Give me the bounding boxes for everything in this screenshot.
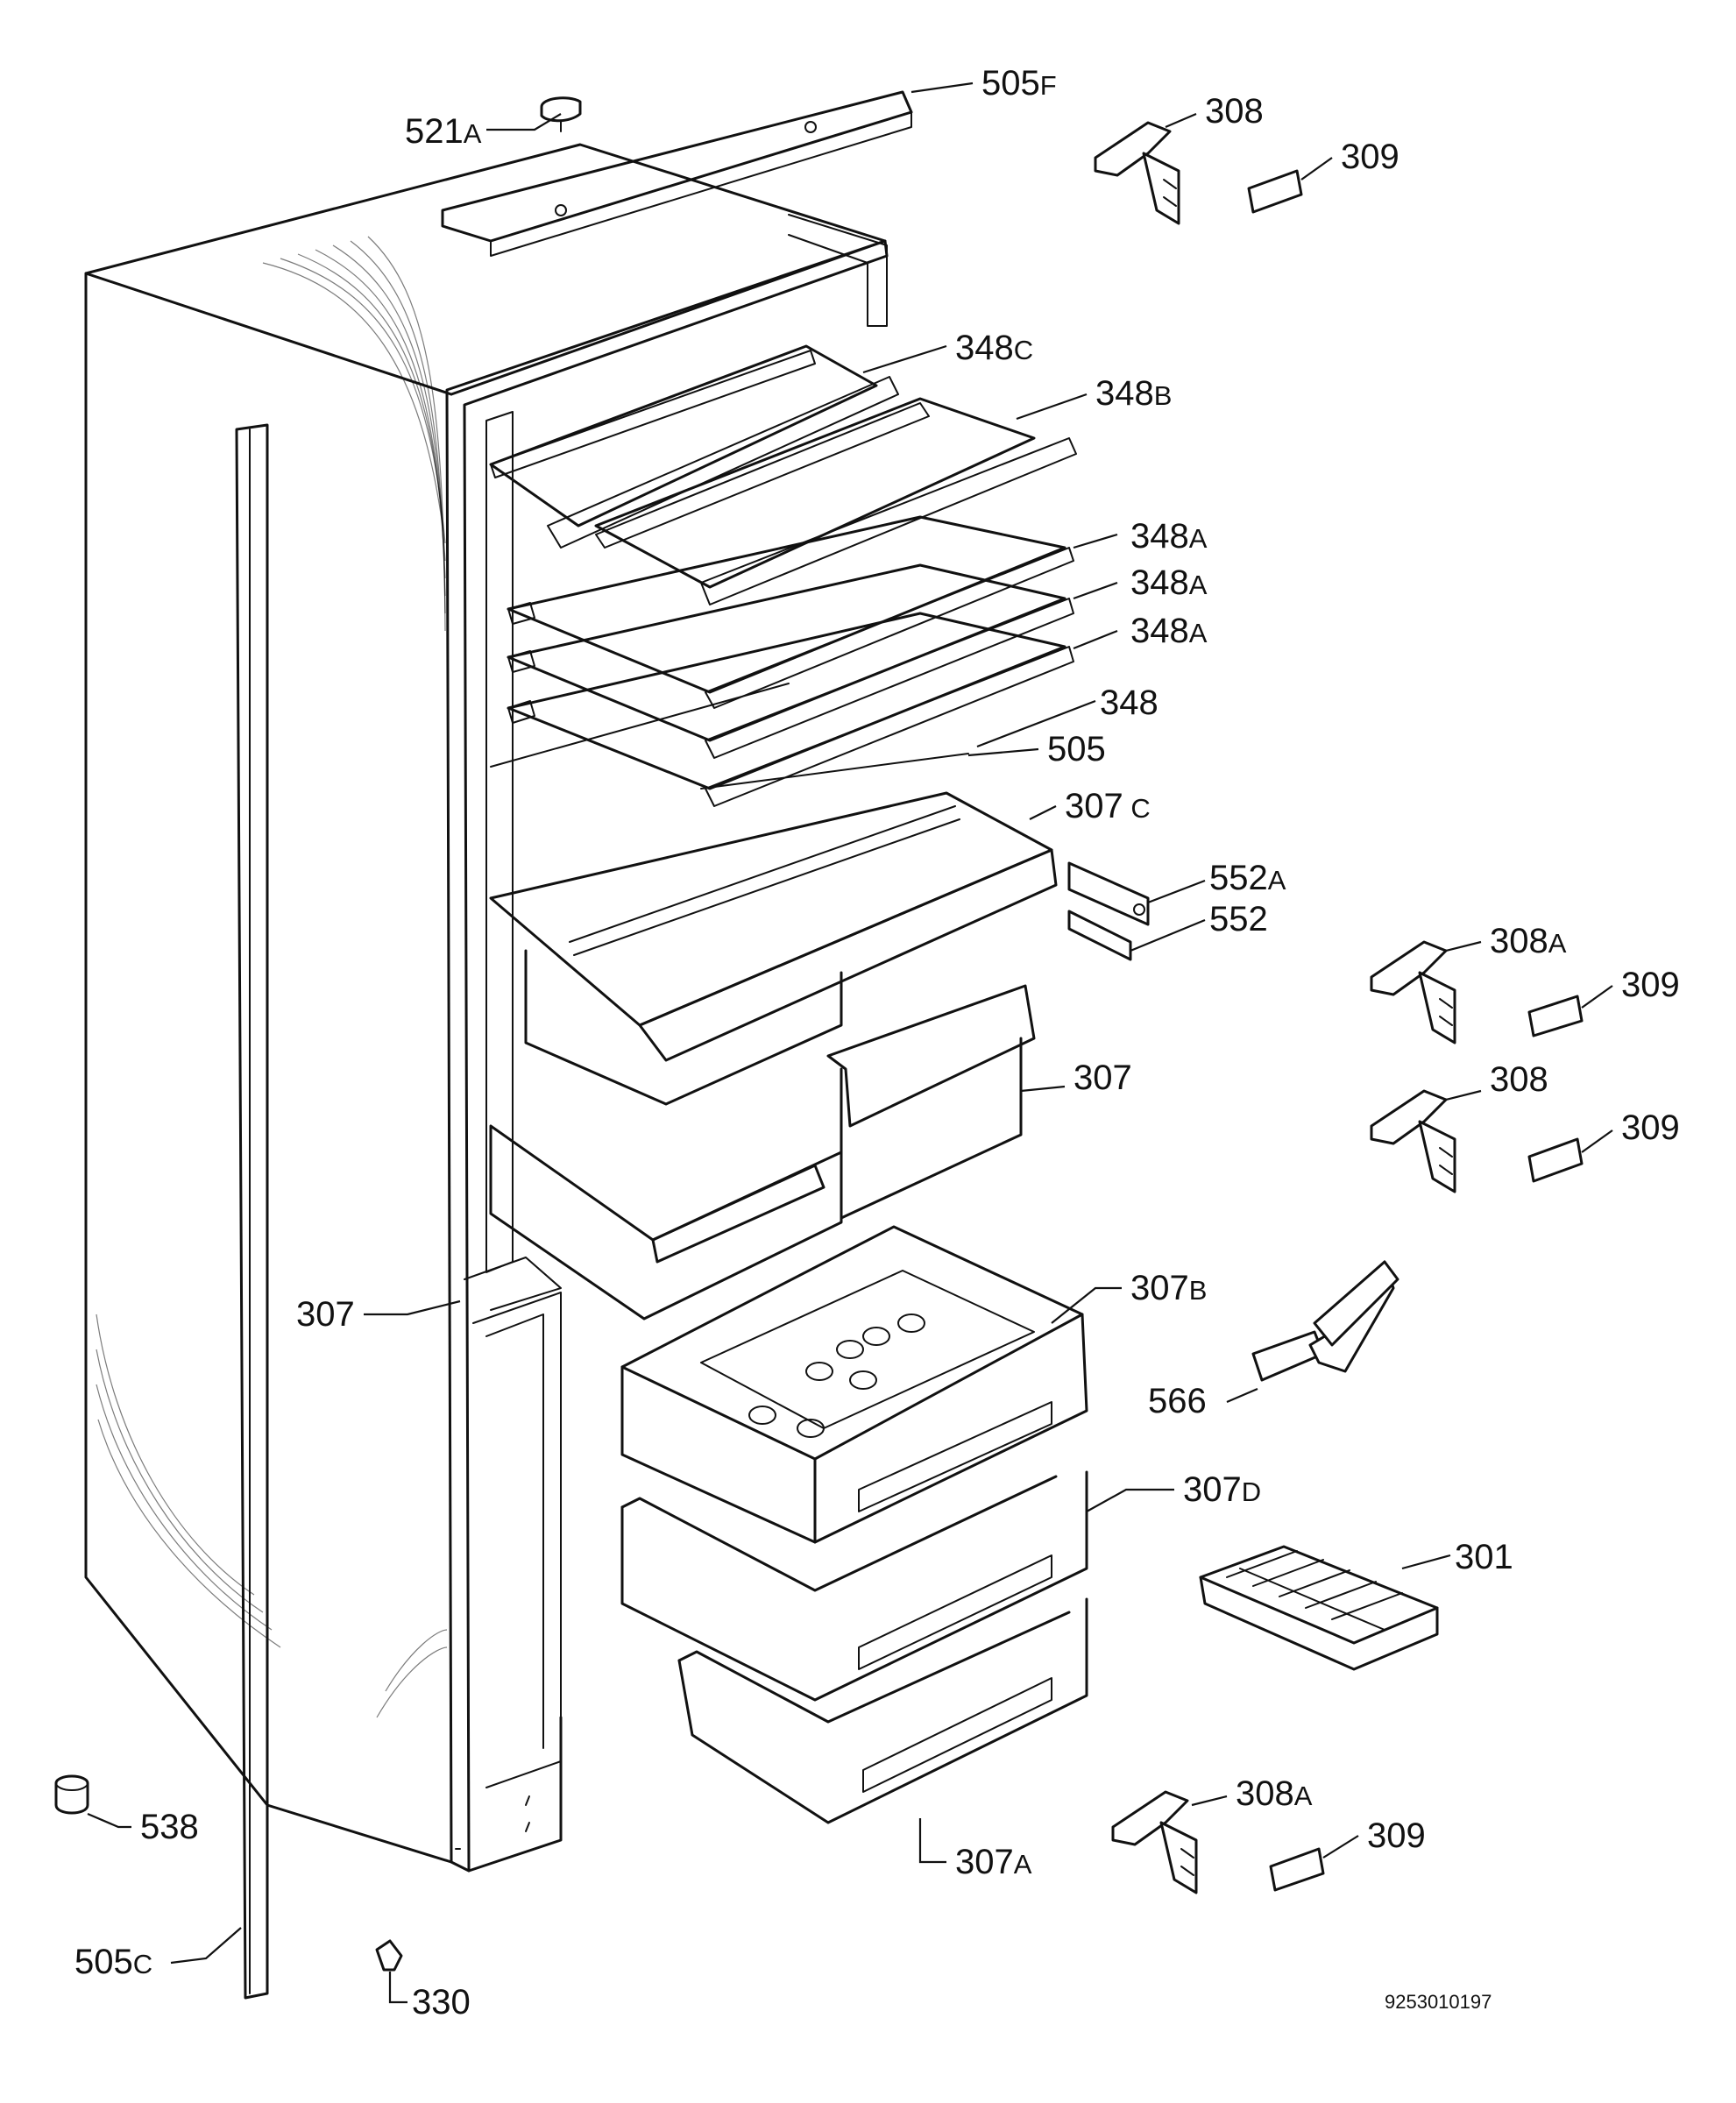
plastic-clip — [375, 1939, 403, 1972]
ice-scraper — [1251, 1260, 1399, 1382]
label-552a: 552A — [1209, 859, 1286, 897]
label-566: 566 — [1148, 1382, 1207, 1420]
crisper-cover — [489, 791, 1058, 1062]
label-348: 348 — [1100, 683, 1159, 722]
label-307c: 307 C — [1065, 787, 1151, 825]
hinge-cap — [540, 96, 582, 132]
label-552: 552 — [1209, 900, 1268, 938]
label-521a: 521A — [405, 112, 482, 151]
label-505f: 505F — [981, 64, 1057, 103]
label-538: 538 — [140, 1808, 199, 1846]
label-308-top: 308 — [1205, 92, 1264, 131]
side-panel-shading — [96, 236, 448, 1718]
label-348a-2: 348A — [1130, 563, 1208, 602]
label-309-bot: 309 — [1367, 1816, 1426, 1855]
cabinet — [84, 143, 889, 1873]
label-307a: 307A — [955, 1843, 1032, 1881]
door-bracket-3 — [1370, 1089, 1456, 1193]
door-seal-strip — [235, 423, 269, 2000]
label-348a-3: 348A — [1130, 612, 1208, 650]
cover-plates — [1247, 169, 1584, 1892]
basket-holes — [748, 1313, 925, 1438]
label-307-right: 307 — [1073, 1059, 1132, 1097]
top-hinge-plate — [441, 90, 913, 257]
label-307-left: 307 — [296, 1295, 355, 1334]
ice-cube-tray — [1199, 1545, 1439, 1671]
label-309-top: 309 — [1341, 138, 1399, 176]
label-348c: 348C — [955, 329, 1033, 367]
label-307b: 307B — [1130, 1269, 1207, 1307]
label-308-mid: 308 — [1490, 1060, 1548, 1099]
shelf-rails — [1067, 861, 1150, 961]
part-labels: 505F 521A 308 309 348C 348B 348A 348A 34… — [74, 64, 1680, 2022]
door-bracket-1 — [1094, 121, 1180, 225]
label-348b: 348B — [1095, 374, 1172, 413]
glass-shelves — [489, 344, 1077, 807]
label-505c: 505C — [74, 1943, 152, 1981]
door-bracket-2 — [1370, 940, 1456, 1044]
label-309-mid2: 309 — [1621, 1108, 1680, 1147]
freezer-drawers — [620, 1225, 1088, 1824]
label-301: 301 — [1455, 1538, 1513, 1576]
crisper-drawers — [489, 949, 1036, 1321]
label-308a-mid: 308A — [1490, 922, 1567, 960]
document-number: 9253010197 — [1385, 1991, 1492, 2013]
label-330: 330 — [412, 1983, 471, 2022]
leader-lines — [87, 81, 1613, 2004]
label-307d: 307D — [1183, 1470, 1261, 1509]
label-348a-1: 348A — [1130, 517, 1208, 556]
label-309-mid1: 309 — [1621, 966, 1680, 1004]
label-308a-bot: 308A — [1236, 1774, 1313, 1813]
label-505: 505 — [1047, 730, 1106, 768]
door-bracket-4 — [1111, 1790, 1198, 1894]
adjustable-foot — [54, 1774, 89, 1815]
